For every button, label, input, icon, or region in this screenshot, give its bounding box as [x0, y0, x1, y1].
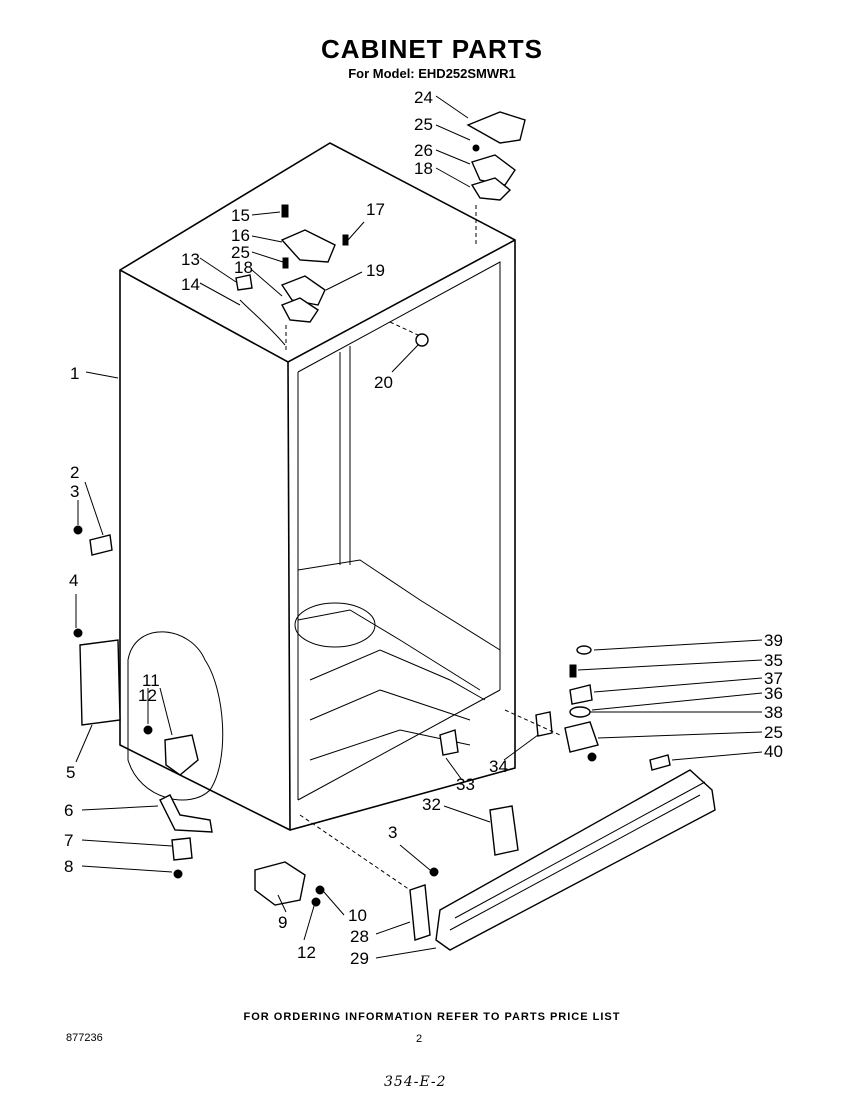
- callout-6: 6: [64, 801, 73, 820]
- callout-13: 13: [181, 250, 200, 269]
- page-title: CABINET PARTS: [321, 34, 543, 64]
- top-hinge-assembly-right: [466, 111, 526, 245]
- callout-3: 3: [388, 823, 397, 842]
- callout-38: 38: [764, 703, 783, 722]
- callout-2: 2: [70, 463, 79, 482]
- callout-10: 10: [348, 906, 367, 925]
- callout-32: 32: [422, 795, 441, 814]
- callout-34: 34: [489, 757, 508, 776]
- callout-16: 16: [231, 226, 250, 245]
- model-subtitle: For Model: EHD252SMWR1: [348, 66, 516, 81]
- top-hinge-assembly-center: [235, 204, 349, 350]
- callout-26: 26: [414, 141, 433, 160]
- callout-8: 8: [64, 857, 73, 876]
- handwritten-note: 354-E-2: [384, 1074, 447, 1090]
- callout-14: 14: [181, 275, 200, 294]
- callout-3: 3: [70, 482, 79, 501]
- front-roller-assembly: [254, 861, 325, 907]
- plug-part-20: [415, 333, 429, 347]
- callout-35: 35: [764, 651, 783, 670]
- callout-25: 25: [231, 243, 250, 262]
- callout-39: 39: [764, 631, 783, 650]
- callout-28: 28: [350, 927, 369, 946]
- callout-18: 18: [414, 159, 433, 178]
- callout-12: 12: [138, 686, 157, 705]
- callout-4: 4: [69, 571, 78, 590]
- callout-36: 36: [764, 684, 783, 703]
- callout-12: 12: [297, 943, 316, 962]
- callout-1: 1: [70, 364, 79, 383]
- callout-19: 19: [366, 261, 385, 280]
- cabinet-outline: [119, 142, 516, 831]
- document-number: 877236: [66, 1032, 103, 1044]
- callout-20: 20: [374, 373, 393, 392]
- callout-25: 25: [764, 723, 783, 742]
- callout-15: 15: [231, 206, 250, 225]
- callout-25: 25: [414, 115, 433, 134]
- page-number: 2: [416, 1033, 423, 1045]
- callout-33: 33: [456, 775, 475, 794]
- callout-24: 24: [414, 88, 433, 107]
- callout-17: 17: [366, 200, 385, 219]
- leader-lines: [75, 95, 763, 959]
- callout-29: 29: [350, 949, 369, 968]
- callout-11: 11: [142, 671, 160, 690]
- callout-37: 37: [764, 669, 783, 688]
- callout-18: 18: [234, 258, 253, 277]
- bottom-hinge-assembly-right: [504, 645, 671, 771]
- callout-9: 9: [278, 913, 287, 932]
- callout-5: 5: [66, 763, 75, 782]
- base-grille-assembly: [299, 711, 716, 951]
- callout-40: 40: [764, 742, 783, 761]
- ordering-info-note: FOR ORDERING INFORMATION REFER TO PARTS …: [243, 1011, 621, 1023]
- callout-7: 7: [64, 831, 73, 850]
- left-side-parts: [73, 525, 213, 879]
- side-cutaway: [127, 631, 224, 801]
